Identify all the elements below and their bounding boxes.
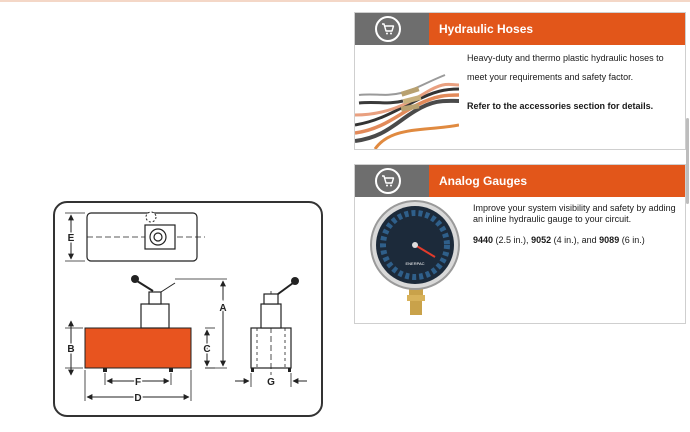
model-code: 9052 (531, 235, 552, 245)
label-g: G (267, 377, 275, 388)
gauges-card-header: Analog Gauges (355, 165, 685, 197)
label-f: F (135, 377, 141, 388)
gauges-header-icon-panel (355, 165, 429, 197)
gauges-description: Improve your system visibility and safet… (473, 203, 676, 224)
scrollbar-thumb[interactable] (686, 118, 689, 204)
model-code: 9440 (473, 235, 494, 245)
hoses-description: Heavy-duty and thermo plastic hydraulic … (467, 53, 664, 82)
gauge-image: ENERPAC (367, 199, 467, 317)
hoses-header-icon-panel (355, 13, 429, 45)
top-divider (0, 0, 690, 2)
gauge-face-label: ENERPAC (405, 261, 424, 266)
hydraulic-hoses-card: Hydraulic Hoses Heavy-duty and thermo pl… (354, 12, 686, 150)
hoses-text: Heavy-duty and thermo plastic hydraulic … (467, 49, 681, 113)
hoses-header-bar: Hydraulic Hoses (429, 13, 685, 45)
model-size: (6 in.) (621, 235, 645, 245)
label-b: B (67, 344, 74, 355)
gauges-header-bar: Analog Gauges (429, 165, 685, 197)
gauges-text: Improve your system visibility and safet… (473, 203, 683, 246)
gauge-models: 9440 (2.5 in.), 9052 (4 in.), and 9089 (… (473, 235, 683, 246)
cart-icon[interactable] (375, 168, 401, 194)
hoses-title: Hydraulic Hoses (439, 22, 534, 36)
hoses-image (355, 45, 459, 149)
label-d: D (134, 393, 141, 404)
model-size: (4 in.), and (553, 235, 597, 245)
hoses-note: Refer to the accessories section for det… (467, 101, 654, 111)
label-a: A (219, 303, 226, 314)
cart-icon[interactable] (375, 16, 401, 42)
label-c: C (203, 344, 210, 355)
model-code: 9089 (599, 235, 620, 245)
label-e: E (68, 233, 75, 244)
dimension-drawing: E B C A F D (53, 201, 323, 417)
hoses-card-header: Hydraulic Hoses (355, 13, 685, 45)
analog-gauges-card: Analog Gauges ENERPAC Improve your syste… (354, 164, 686, 324)
gauges-title: Analog Gauges (439, 174, 528, 188)
model-size: (2.5 in.), (495, 235, 529, 245)
